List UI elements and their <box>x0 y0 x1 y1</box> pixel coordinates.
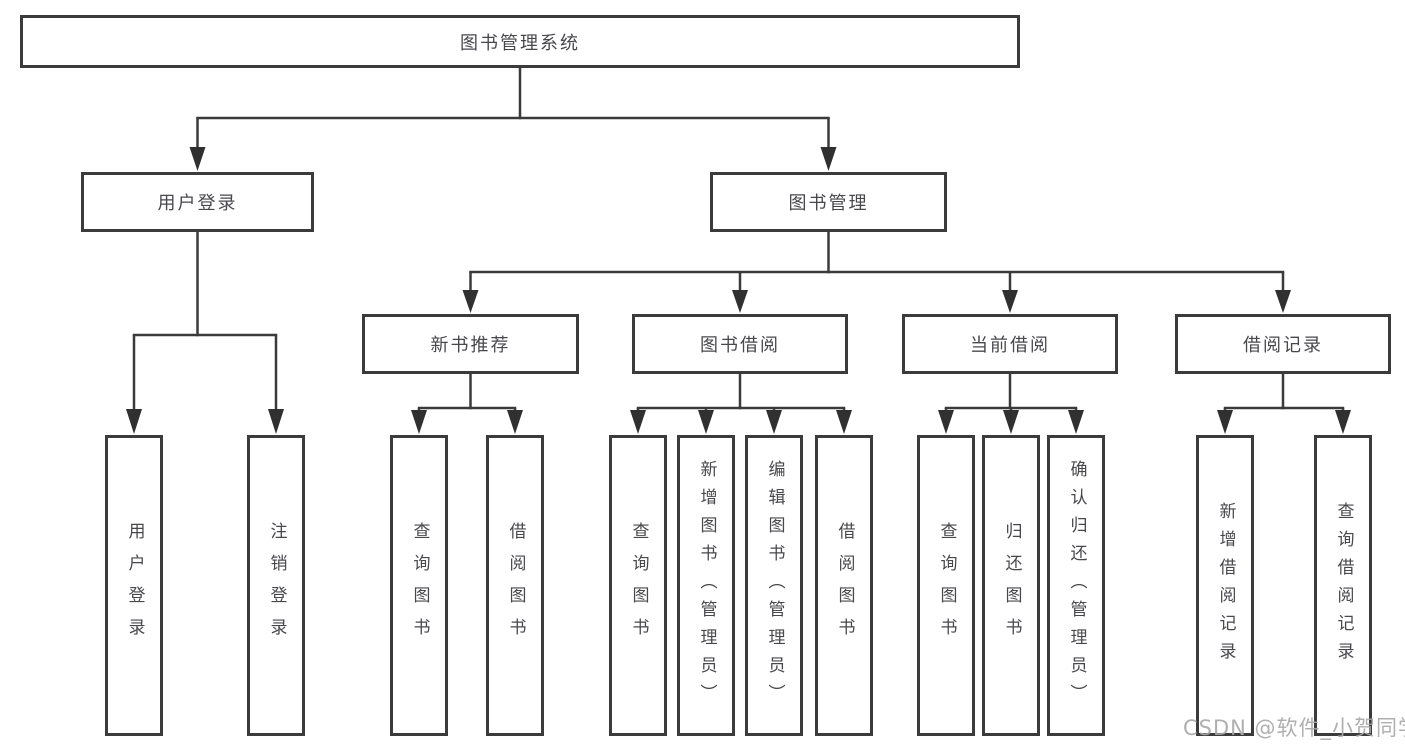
arrow-down-icon <box>1002 290 1018 313</box>
node-book-mgmt: 图书管理 <box>710 172 947 232</box>
leaf-query-borrow-record: 查询借阅记录 <box>1314 435 1372 736</box>
arrow-down-icon <box>1003 410 1019 434</box>
connector-user-login-children <box>126 232 284 434</box>
arrow-down-icon <box>507 410 523 434</box>
connector-book-borrow-children <box>630 374 852 434</box>
arrow-down-icon <box>732 290 748 313</box>
arrow-down-icon <box>820 147 837 171</box>
leaf-query-books-current: 查询图书 <box>917 435 975 736</box>
leaf-borrow-books-borrow: 借阅图书 <box>815 435 873 736</box>
node-root-system: 图书管理系统 <box>20 15 1020 68</box>
connector-new-books-children <box>411 374 523 434</box>
leaf-add-books-admin: 新增图书（管理员） <box>677 435 735 736</box>
leaf-return-books: 归还图书 <box>982 435 1040 736</box>
connector-current-borrow-children <box>938 374 1084 434</box>
arrow-down-icon <box>1068 410 1084 434</box>
arrow-down-icon <box>1275 290 1291 313</box>
arrow-down-icon <box>268 409 284 434</box>
connector-root-to-level2 <box>189 68 837 171</box>
leaf-add-borrow-record: 新增借阅记录 <box>1196 435 1254 736</box>
leaf-confirm-return-admin: 确认归还（管理员） <box>1047 435 1105 736</box>
leaf-query-books-borrow: 查询图书 <box>609 435 667 736</box>
arrow-down-icon <box>938 410 954 434</box>
node-book-borrow: 图书借阅 <box>632 314 848 374</box>
leaf-query-books-newbooks: 查询图书 <box>390 435 448 736</box>
arrow-down-icon <box>836 410 852 434</box>
leaf-edit-books-admin: 编辑图书（管理员） <box>745 435 803 736</box>
arrow-down-icon <box>1335 410 1351 434</box>
csdn-watermark: CSDN @软件_小贺同学 <box>1183 716 1405 740</box>
arrow-down-icon <box>411 410 427 434</box>
node-user-login: 用户登录 <box>81 172 314 232</box>
arrow-down-icon <box>462 290 479 313</box>
arrow-down-icon <box>189 147 206 171</box>
node-borrow-records: 借阅记录 <box>1175 314 1391 374</box>
arrow-down-icon <box>698 410 714 434</box>
leaf-borrow-books-newbooks: 借阅图书 <box>486 435 544 736</box>
arrow-down-icon <box>126 409 142 434</box>
node-current-borrow: 当前借阅 <box>902 314 1118 374</box>
leaf-user-login: 用户登录 <box>105 435 163 736</box>
arrow-down-icon <box>630 410 646 434</box>
arrow-down-icon <box>766 410 782 434</box>
leaf-logout: 注销登录 <box>247 435 305 736</box>
connector-book-mgmt-children <box>462 232 1291 313</box>
node-new-books: 新书推荐 <box>362 314 579 374</box>
connector-borrow-records-children <box>1217 374 1351 434</box>
arrow-down-icon <box>1217 410 1233 434</box>
